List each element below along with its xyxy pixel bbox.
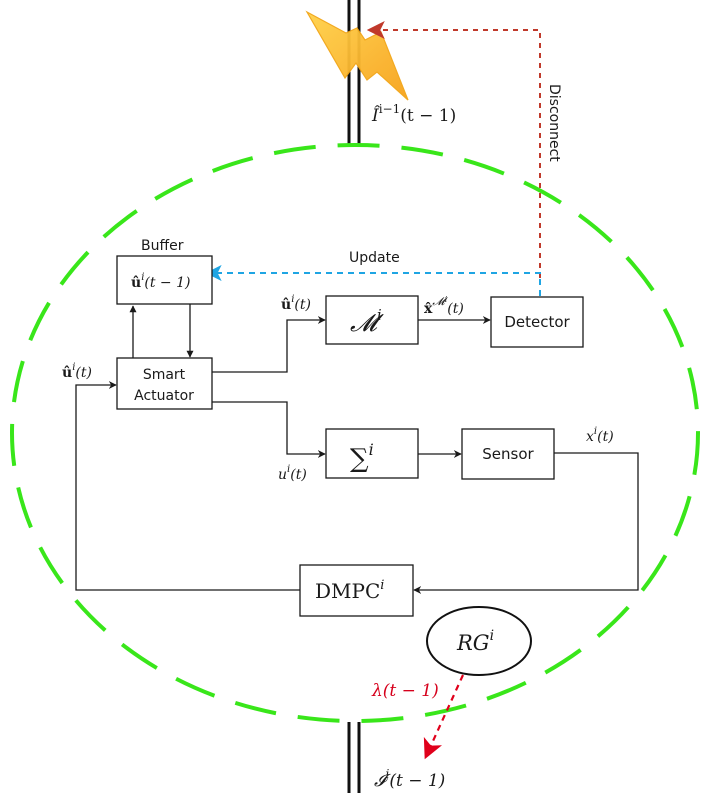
model-block xyxy=(325,295,419,345)
buffer-content: ûi(t − 1) xyxy=(131,272,190,291)
update-label: Update xyxy=(349,250,400,266)
actuator-to-model-wire xyxy=(212,316,326,373)
reference-governor-block xyxy=(426,606,532,676)
signal-uhat-to-model: ûi(t) xyxy=(281,294,311,313)
lambda-label: λ(t − 1) xyxy=(371,681,439,701)
smart-actuator-line2: Actuator xyxy=(134,388,194,404)
dmpc-block xyxy=(299,564,414,617)
outgoing-info-label: 𝓘i(t − 1) xyxy=(374,767,445,791)
signal-u-plant-input: ui(t) xyxy=(278,464,307,483)
disconnect-link xyxy=(366,21,541,278)
reference-governor-label: RGi xyxy=(456,628,494,655)
lambda-link xyxy=(423,674,465,760)
dmpc-label: DMPCi xyxy=(315,578,384,603)
local-node-ring xyxy=(10,143,700,723)
sensor-label: Sensor xyxy=(482,445,534,463)
signal-xhat-model-output: x̂𝓜i(t) xyxy=(424,295,464,317)
smart-actuator-block xyxy=(116,357,213,410)
channel-bottom xyxy=(347,722,361,793)
disconnect-label: Disconnect xyxy=(546,84,562,162)
smart-actuator-line1: Smart xyxy=(143,367,186,383)
signal-uhat-to-actuator: ûi(t) xyxy=(62,362,92,381)
detector-label: Detector xyxy=(504,313,570,331)
detector-block xyxy=(490,296,584,348)
plant-block xyxy=(325,428,419,479)
buffer-block xyxy=(116,255,213,305)
buffer-title: Buffer xyxy=(141,238,184,254)
update-link xyxy=(205,265,541,296)
plant-label: ∑i xyxy=(350,440,374,474)
actuator-to-plant-wire xyxy=(212,401,326,458)
sensor-to-dmpc-wire xyxy=(413,452,639,594)
sensor-block xyxy=(461,428,555,480)
incoming-info-label: Îi−1(t − 1) xyxy=(371,102,456,126)
lightning-bolt-icon xyxy=(305,10,409,101)
channel-top xyxy=(347,0,361,145)
dmpc-to-actuator-wire xyxy=(75,381,300,591)
signal-x-sensor-output: xi(t) xyxy=(586,426,614,445)
